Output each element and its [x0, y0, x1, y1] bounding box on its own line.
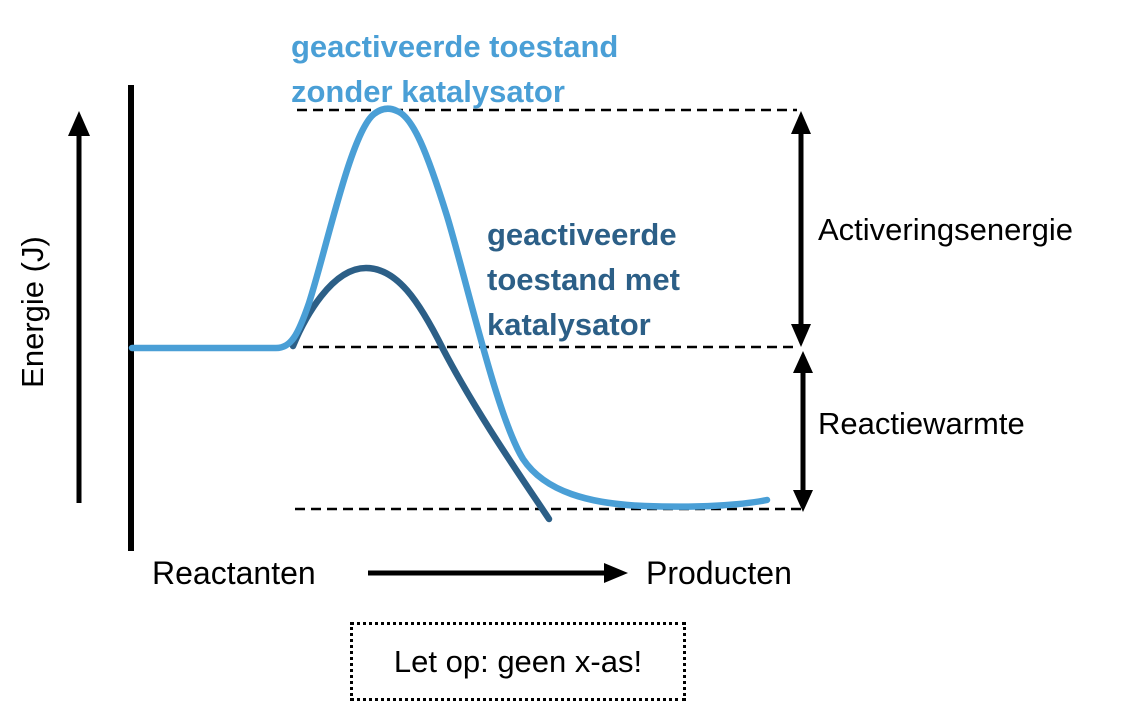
products-label: Producten — [646, 555, 792, 591]
energy-curve-with-catalyst — [289, 264, 553, 523]
reactants-label: Reactanten — [152, 555, 316, 591]
y-axis-up-arrow-icon — [68, 111, 90, 503]
activation-energy-arrow-icon — [791, 111, 811, 347]
note-text: Let op: geen x-as! — [393, 643, 643, 679]
reaction-direction-arrow-icon — [368, 563, 628, 583]
y-axis-label: Energie (J) — [15, 236, 50, 388]
label-activated-state-without-catalyst: geactiveerde toestand zonder katalysator — [291, 29, 619, 109]
energy-curve-without-catalyst — [128, 105, 771, 510]
label-activated-state-with-catalyst: geactiveerde toestand met katalysator — [487, 217, 680, 342]
reaction-heat-arrow-icon — [793, 351, 813, 512]
reaction-heat-label: Reactiewarmte — [818, 406, 1025, 441]
activation-energy-label: Activeringsenergie — [818, 212, 1074, 247]
note-box: Let op: geen x-as! — [350, 622, 686, 701]
